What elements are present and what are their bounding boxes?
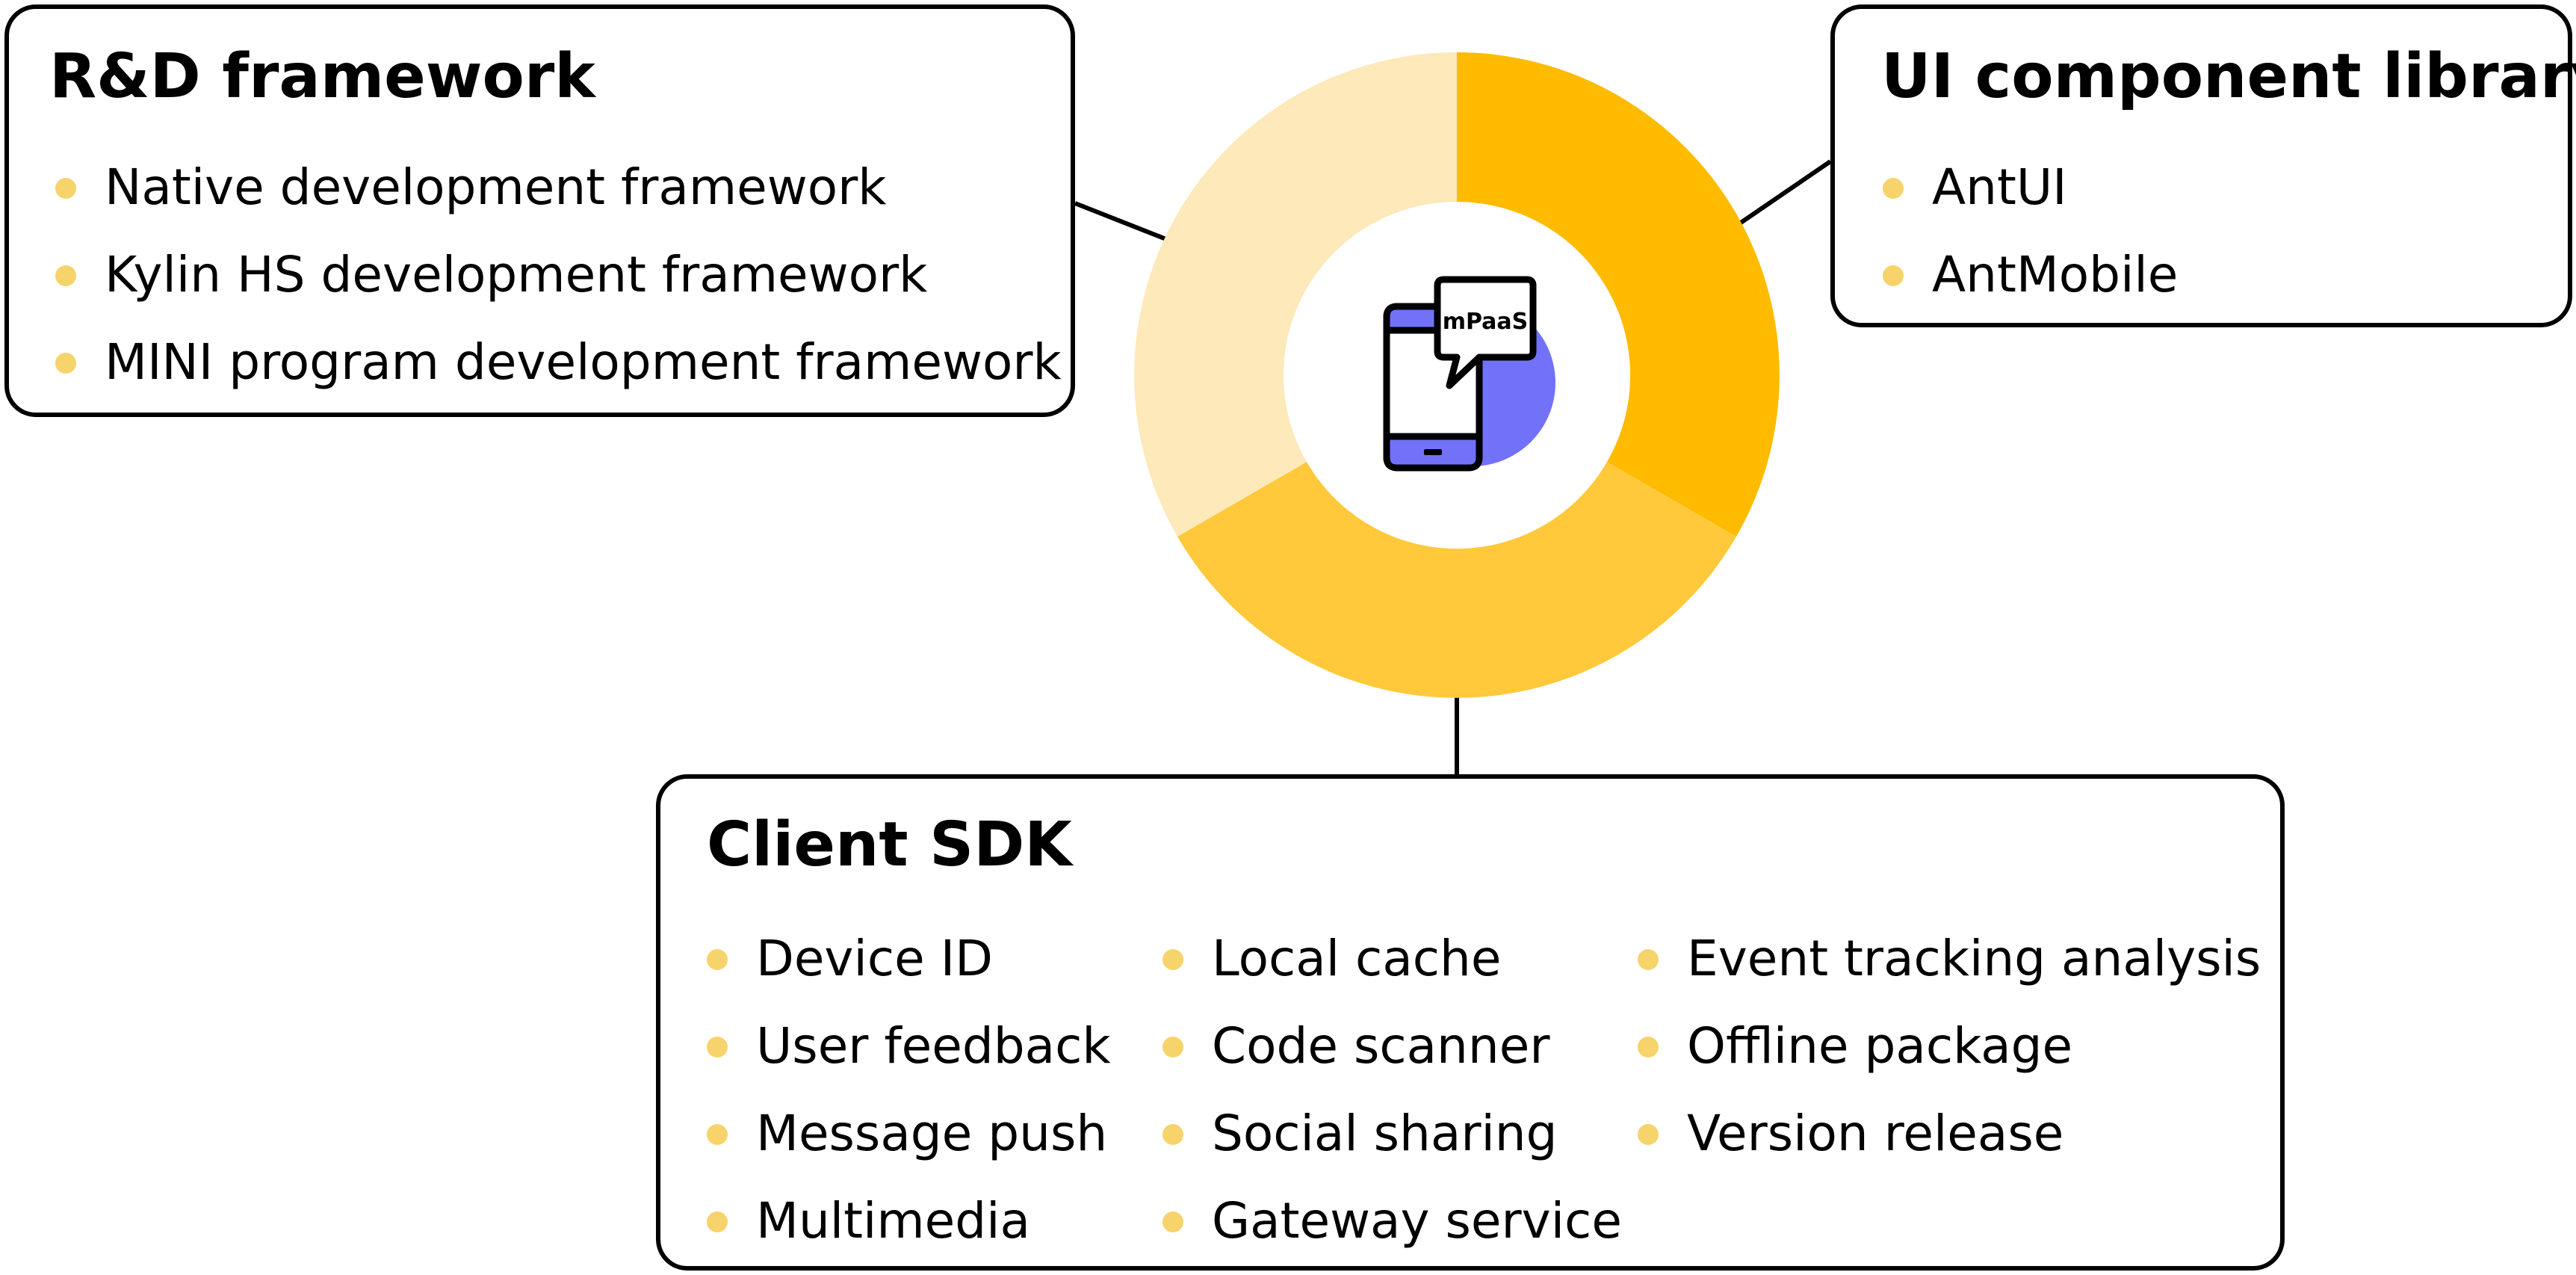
mpaas-label: mPaaS [1443, 309, 1529, 335]
ui-library-title: UI component library [1881, 41, 2576, 112]
list-item: Event tracking analysis [1638, 934, 2261, 984]
ui-component-library-card: UI component library AntUI AntMobile [1830, 4, 2576, 327]
rd-framework-title: R&D framework [49, 41, 595, 112]
client-sdk-card: Client SDK Device ID User feedback Messa… [656, 774, 2285, 1271]
list-item: Gateway service [1162, 1197, 1622, 1246]
list-item: Local cache [1162, 934, 1622, 984]
list-item: Social sharing [1162, 1109, 1622, 1158]
ui-library-list: AntUI AntMobile [1883, 163, 2178, 300]
connector-rd-framework [1074, 201, 1171, 243]
list-item: Version release [1638, 1109, 2261, 1158]
sdk-column-2: Local cache Code scanner Social sharing … [1162, 934, 1622, 1246]
list-item: MINI program development framework [55, 338, 1062, 387]
donut-segment-bottom [1177, 462, 1736, 698]
speech-bubble: mPaaS [1434, 276, 1537, 389]
connector-ui-library [1739, 159, 1832, 225]
donut-segment-right [1457, 52, 1780, 537]
list-item: User feedback [707, 1022, 1111, 1071]
rd-framework-card: R&D framework Native development framewo… [4, 4, 1075, 417]
list-item: Offline package [1638, 1022, 2261, 1071]
list-item: Code scanner [1162, 1022, 1622, 1071]
rd-framework-list: Native development framework Kylin HS de… [55, 163, 1062, 387]
list-item: Kylin HS development framework [55, 250, 1062, 300]
list-item: Message push [707, 1109, 1111, 1158]
list-item: AntUI [1883, 163, 2178, 212]
list-item: Multimedia [707, 1197, 1111, 1246]
list-item: Device ID [707, 934, 1111, 984]
list-item: AntMobile [1883, 250, 2178, 300]
client-sdk-title: Client SDK [707, 809, 1072, 880]
sdk-column-1: Device ID User feedback Message push Mul… [707, 934, 1111, 1246]
sdk-column-3: Event tracking analysis Offline package … [1638, 934, 2261, 1158]
donut-segment-left [1134, 52, 1457, 537]
list-item: Native development framework [55, 163, 1062, 212]
